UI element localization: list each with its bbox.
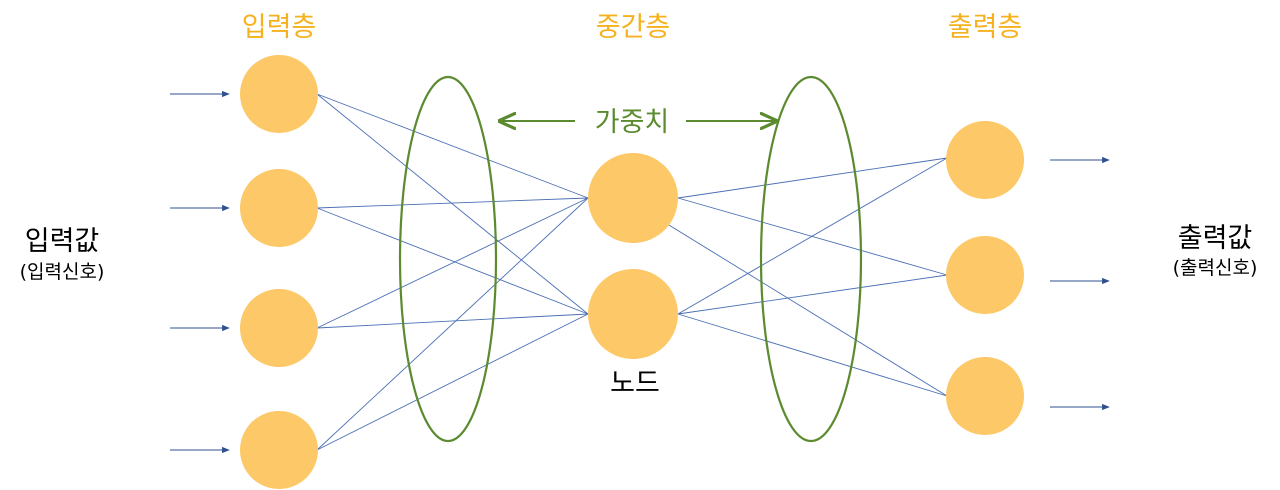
weight-label: 가중치 bbox=[595, 107, 670, 138]
nodes bbox=[240, 55, 1024, 489]
connection-line bbox=[316, 197, 589, 329]
connection-line bbox=[677, 313, 948, 397]
output-layer-title: 출력층 bbox=[948, 12, 1023, 43]
weight-group-right bbox=[759, 75, 863, 443]
connection-line bbox=[316, 207, 589, 315]
weight-group-left bbox=[398, 75, 498, 443]
input-arrows bbox=[170, 90, 230, 454]
output-signal-label: (출력신호) bbox=[1173, 257, 1258, 279]
input-node bbox=[240, 169, 318, 247]
connection-line bbox=[316, 197, 589, 451]
connection-line bbox=[677, 157, 948, 199]
connection-line bbox=[316, 197, 589, 209]
connection-line bbox=[677, 274, 948, 315]
input-signal-label: (입력신호) bbox=[20, 261, 105, 283]
input-value-label: 입력값 bbox=[25, 226, 100, 257]
input-node bbox=[240, 411, 318, 489]
connection-line bbox=[316, 93, 589, 315]
output-node bbox=[946, 121, 1024, 199]
connection-line bbox=[663, 221, 948, 397]
output-node bbox=[946, 357, 1024, 435]
connection-line bbox=[316, 313, 589, 329]
output-value-label: 출력값 bbox=[1178, 223, 1253, 254]
connection-line bbox=[316, 313, 589, 451]
input-node bbox=[240, 289, 318, 367]
node-label: 노드 bbox=[610, 368, 660, 399]
input-hidden-connections bbox=[316, 93, 589, 451]
input-layer-title: 입력층 bbox=[242, 12, 317, 43]
hidden-node bbox=[588, 153, 678, 243]
output-arrows bbox=[1050, 156, 1110, 411]
hidden-output-connections bbox=[663, 157, 948, 397]
hidden-layer-title: 중간층 bbox=[596, 12, 671, 43]
input-node bbox=[240, 55, 318, 133]
output-node bbox=[946, 236, 1024, 314]
connection-line bbox=[677, 157, 948, 315]
hidden-node bbox=[588, 269, 678, 359]
connection-line bbox=[316, 93, 589, 199]
